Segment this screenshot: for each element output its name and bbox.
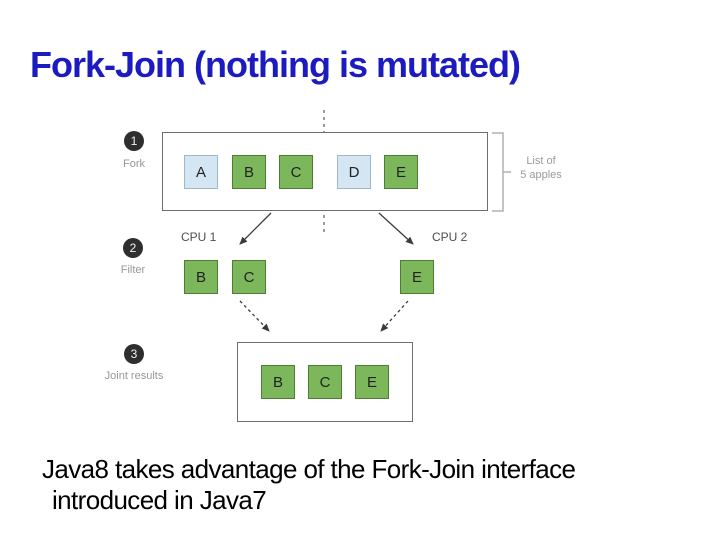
result-box-c: C [308,365,342,399]
apple-box-d: D [337,155,371,189]
cpu1-label: CPU 1 [181,230,217,244]
fork-arrow-to-cpu2 [378,212,414,245]
apple-box-e: E [384,155,418,189]
apple-box-a: A [184,155,218,189]
step-3-number: 3 [130,347,138,361]
slide-caption: Java8 takes advantage of the Fork-Join i… [42,454,576,516]
cpu2-box-e: E [400,260,434,294]
apple-box-a-label: A [195,163,206,181]
caption-line2: introduced in Java7 [52,485,267,515]
step-3-badge: 3 [124,344,144,364]
step-1-number: 1 [130,134,138,148]
apple-box-e-label: E [395,163,406,181]
apple-box-c: C [279,155,313,189]
result-box-c-label: C [319,373,331,391]
result-box-e: E [355,365,389,399]
step-1-label: Fork [123,158,145,170]
step-3-label: Joint results [104,370,164,382]
step-2-badge: 2 [123,238,143,258]
apple-box-b-label: B [243,163,254,181]
step-1-badge: 1 [124,131,144,151]
cpu1-box-c-label: C [243,268,255,286]
cpu1-box-b-label: B [195,268,206,286]
list-annotation-line2: 5 apples [520,169,562,181]
result-box-b: B [261,365,295,399]
page-title: Fork-Join (nothing is mutated) [30,44,521,85]
step-2-label: Filter [120,264,146,276]
fork-arrow-to-cpu1 [239,212,272,245]
cpu2-box-e-label: E [411,268,422,286]
caption-line1: Java8 takes advantage of the Fork-Join i… [42,454,576,484]
join-arrow-from-cpu2 [380,300,409,332]
list-annotation: List of 5 apples [512,154,570,182]
apple-box-c-label: C [290,163,302,181]
result-box-e-label: E [366,373,377,391]
cpu1-box-b: B [184,260,218,294]
apple-box-b: B [232,155,266,189]
cpu2-label: CPU 2 [432,230,468,244]
list-annotation-line1: List of [526,155,556,167]
apple-box-d-label: D [348,163,360,181]
step-2-number: 2 [129,241,137,255]
cpu1-box-c: C [232,260,266,294]
list-bracket [492,132,511,212]
result-box-b-label: B [272,373,283,391]
join-arrow-from-cpu1 [239,300,270,332]
